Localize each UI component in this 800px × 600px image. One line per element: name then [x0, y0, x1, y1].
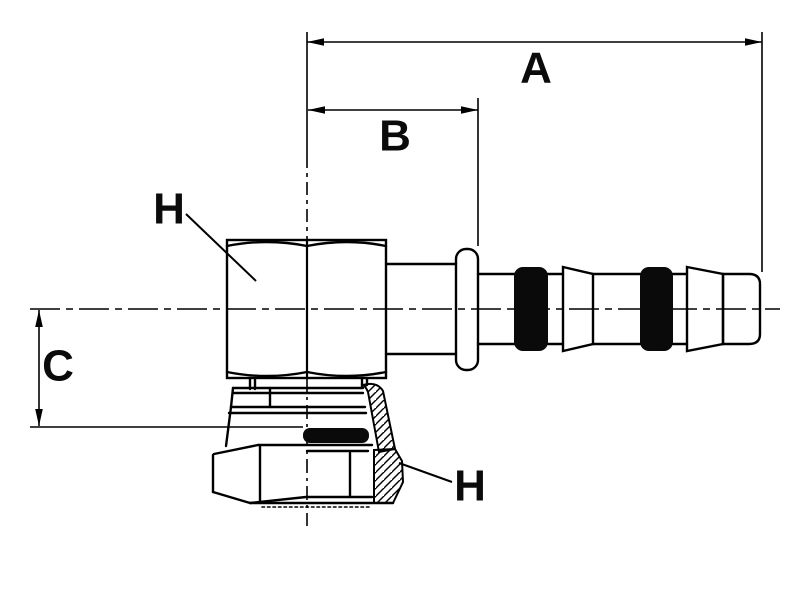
dim-c: [30, 310, 303, 428]
dim-a-label: A: [520, 44, 552, 93]
hex-chamfer-arc-top-left: [225, 240, 309, 248]
o-ring-band-3: [303, 428, 369, 443]
o-ring-band-2: [640, 267, 673, 351]
dim-c-arrow-top: [35, 310, 43, 327]
callout-leaders: [185, 213, 453, 483]
callout-bottom-label: H: [454, 462, 486, 511]
dim-b-label: B: [379, 112, 411, 161]
dim-c-label: C: [42, 342, 74, 391]
barb-tip: [721, 272, 762, 346]
dim-a-arrow-right: [745, 38, 762, 46]
nut-top-chamfer: [212, 443, 260, 456]
hex-chamfer-arc-bottom-right: [305, 370, 388, 378]
swivel-assembly: [211, 376, 405, 508]
dim-b-arrow-right: [461, 106, 478, 114]
hose-stem: [384, 262, 458, 356]
dim-c-arrow-bottom: [35, 409, 43, 426]
callout-top-leader: [185, 213, 257, 282]
hex-chamfer-arc-top-right: [305, 240, 388, 248]
section-nut-wall: [373, 447, 405, 504]
callout-bottom-leader: [398, 462, 453, 483]
fitting-outline: [211, 238, 762, 508]
nut-bottom-face-line: [248, 495, 308, 505]
dim-b-arrow-left: [308, 106, 325, 114]
hex-nut: [211, 443, 395, 508]
section-crimp-strip: [360, 382, 397, 454]
hose-stop-bead: [454, 247, 480, 372]
dim-a-arrow-left: [307, 38, 324, 46]
dimensions: [30, 32, 763, 428]
collar-left-edge: [229, 386, 235, 409]
callout-top-label: H: [153, 185, 185, 234]
o-ring-band-1: [514, 267, 548, 351]
hex-chamfer-arc-bottom-left: [225, 370, 309, 378]
labels: A B C H H: [42, 44, 552, 511]
dim-b: [308, 98, 479, 246]
dim-a: [307, 32, 763, 272]
hose-barb: [476, 265, 762, 353]
hex-body: [225, 238, 388, 380]
nut-bottom-chamfer: [211, 490, 252, 505]
